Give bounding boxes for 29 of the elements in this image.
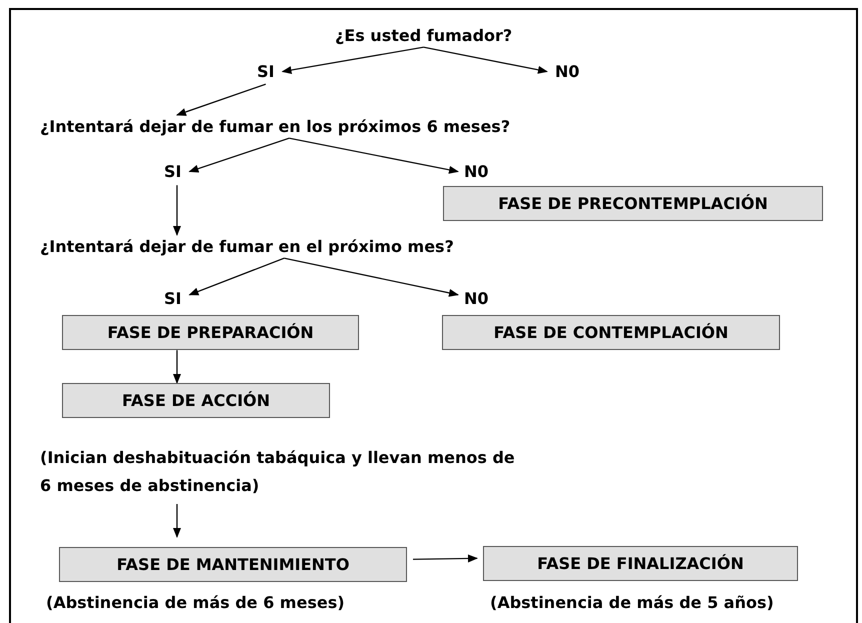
arrow xyxy=(284,258,459,297)
arrow xyxy=(173,504,181,538)
answer-label: SI xyxy=(257,62,274,82)
question-text: ¿Es usted fumador? xyxy=(335,26,512,46)
answer-label: SI xyxy=(164,289,182,308)
arrow xyxy=(173,185,181,236)
arrow xyxy=(188,258,284,296)
arrow xyxy=(423,46,548,74)
stage-note: (Abstinencia de más de 6 meses) xyxy=(46,593,345,612)
stage-box: FASE DE CONTEMPLACIÓN xyxy=(442,315,780,350)
question-text: ¿Intentará dejar de fumar en los próximos 6 meses? xyxy=(40,117,510,136)
stage-box: FASE DE ACCIÓN xyxy=(62,383,330,418)
question-text: ¿Intentará dejar de fumar en el próximo mes? xyxy=(40,237,454,256)
stage-note: (Abstinencia de más de 5 años) xyxy=(490,593,774,612)
stage-description: (Inician deshabituación tabáquica y llevan menos de 6 meses de abstinencia) xyxy=(40,444,520,500)
arrow xyxy=(412,554,478,562)
arrow xyxy=(176,84,266,116)
arrow xyxy=(289,138,459,174)
answer-label: N0 xyxy=(555,62,580,82)
stage-box: FASE DE FINALIZACIÓN xyxy=(483,546,798,582)
answer-label: N0 xyxy=(464,289,489,308)
stage-box: FASE DE MANTENIMIENTO xyxy=(59,547,407,582)
stage-box: FASE DE PREPARACIÓN xyxy=(62,315,359,350)
stage-box: FASE DE PRECONTEMPLACIÓN xyxy=(443,186,823,222)
arrow xyxy=(282,46,424,74)
answer-label: N0 xyxy=(464,162,489,182)
arrow xyxy=(173,350,181,384)
answer-label: SI xyxy=(164,162,182,182)
arrow xyxy=(188,138,290,173)
